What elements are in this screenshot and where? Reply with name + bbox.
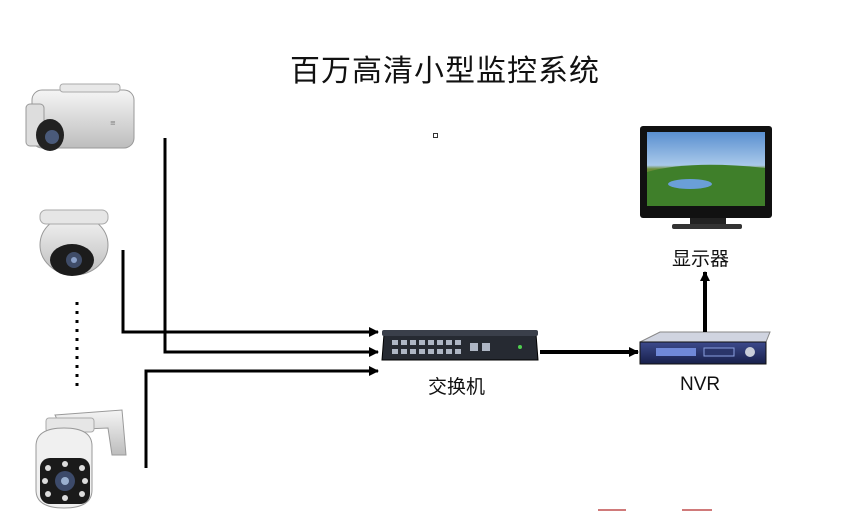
switch-icon xyxy=(381,330,539,361)
monitor-label: 显示器 xyxy=(672,248,730,270)
nvr-label: NVR xyxy=(680,374,721,395)
monitor-icon xyxy=(640,126,772,229)
dome-camera-icon xyxy=(39,209,109,276)
switch-label: 交换机 xyxy=(428,376,486,398)
edge-dome-to-switch xyxy=(121,250,379,337)
diagram-title: 百万高清小型监控系统 xyxy=(290,54,600,89)
edge-bullet-to-switch xyxy=(163,138,379,357)
nvr-icon xyxy=(639,331,771,365)
camera-links xyxy=(121,138,379,468)
ptz-camera-icon xyxy=(35,409,127,509)
bullet-camera-icon: ≡ xyxy=(25,83,135,151)
small-square-marker xyxy=(433,133,438,138)
edge-ptz-to-switch xyxy=(144,366,379,468)
svg-text:≡: ≡ xyxy=(110,119,116,127)
